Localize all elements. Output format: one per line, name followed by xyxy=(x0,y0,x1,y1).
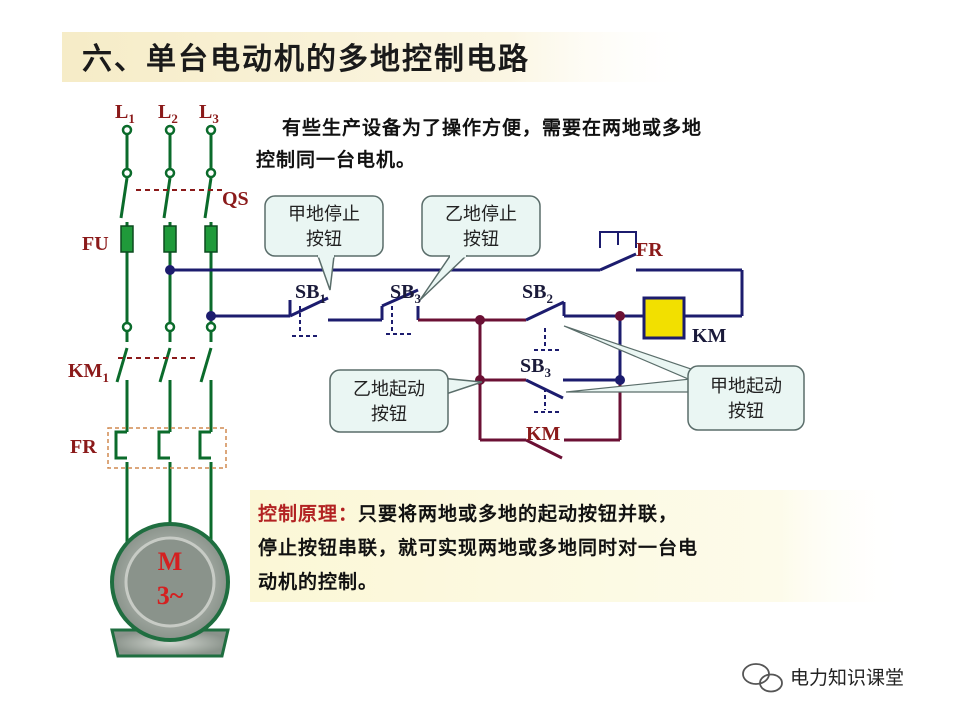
fuses-fu xyxy=(120,225,218,253)
sb1-contact xyxy=(288,296,329,337)
callout-yi-stop-line2: 按钮 xyxy=(463,229,499,250)
callout-yi-start: 乙地起动 按钮 xyxy=(329,369,483,433)
power-circuit xyxy=(115,130,213,545)
label-fu: FU xyxy=(82,233,109,255)
callout-yi-stop: 乙地停止 按钮 xyxy=(419,195,541,301)
label-fr-ctrl: FR xyxy=(636,239,663,261)
principle-line-2: 停止按钮串联，就可实现两地或多地同时对一台电 xyxy=(258,536,698,559)
wechat-icon xyxy=(742,663,783,693)
label-qs: QS xyxy=(222,188,249,210)
label-km-contact: KM xyxy=(526,423,561,445)
label-l3: L3 xyxy=(199,101,219,126)
label-sb2: SB2 xyxy=(522,281,553,306)
motor-phase-label: 3~ xyxy=(157,581,184,610)
motor xyxy=(110,522,230,658)
callout-jia-start-line2: 按钮 xyxy=(728,401,764,422)
label-km1: KM1 xyxy=(68,360,109,385)
label-sb3-start: SB3 xyxy=(520,355,551,380)
callout-jia-start-line1: 甲地起动 xyxy=(710,376,782,397)
label-fr-main: FR xyxy=(70,436,97,458)
principle-key: 控制原理： xyxy=(258,502,358,525)
callout-yi-start-line2: 按钮 xyxy=(371,404,407,425)
sb2-contact xyxy=(525,300,566,351)
principle-line-1: 控制原理：只要将两地或多地的起动按钮并联， xyxy=(258,502,678,525)
sb3-start-contact xyxy=(525,378,564,413)
callout-yi-stop-line1: 乙地停止 xyxy=(445,204,517,225)
principle-line-3: 动机的控制。 xyxy=(258,570,378,593)
junction-dots xyxy=(165,265,625,385)
label-l1: L1 xyxy=(115,101,135,126)
callout-jia-start: 甲地起动 按钮 xyxy=(563,325,805,431)
fr-thermal-elements xyxy=(114,430,211,460)
callout-jia-stop: 甲地停止 按钮 xyxy=(264,195,384,291)
callout-yi-start-line1: 乙地起动 xyxy=(353,379,425,400)
control-wires-navy xyxy=(170,268,744,382)
principle-bg xyxy=(250,490,910,602)
sb3-stop-contact xyxy=(381,288,419,335)
principle-line1-text: 只要将两地或多地的起动按钮并联， xyxy=(358,502,678,525)
label-sb1: SB1 xyxy=(295,281,326,306)
watermark-text: 电力知识课堂 xyxy=(790,667,904,689)
fr-nc-contact xyxy=(599,231,637,272)
intro-line-1: 有些生产设备为了操作方便，需要在两地或多地 xyxy=(282,116,702,139)
intro-line-2: 控制同一台电机。 xyxy=(256,148,416,171)
callout-jia-stop-line2: 按钮 xyxy=(306,229,342,250)
label-sb3-stop: SB3 xyxy=(390,281,421,306)
label-l2: L2 xyxy=(158,101,178,126)
fr-main-box xyxy=(107,427,227,469)
terminals xyxy=(121,124,217,333)
title-banner xyxy=(62,32,702,82)
km-coil xyxy=(642,296,686,340)
motor-label: M xyxy=(158,547,183,576)
callout-jia-stop-line1: 甲地停止 xyxy=(288,204,360,225)
page-title: 六、单台电动机的多地控制电路 xyxy=(82,42,530,77)
label-km-coil: KM xyxy=(692,325,727,347)
